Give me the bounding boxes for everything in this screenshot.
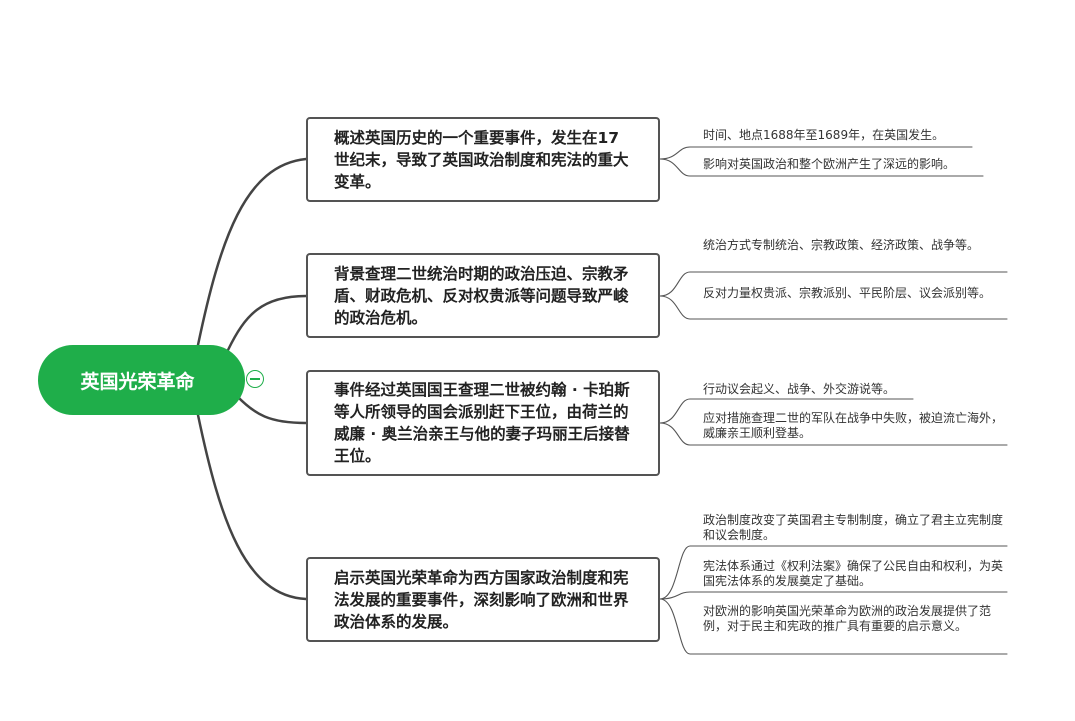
connector-branch-2-detail-0	[659, 398, 914, 424]
topic-course[interactable]: 事件经过英国国王查理二世被约翰 · 卡珀斯等人所领导的国会派别赶下王位，由荷兰的…	[306, 370, 660, 476]
connector-root-to-overview	[196, 157, 308, 347]
detail-text: 政治制度改变了英国君主专制制度，确立了君主立宪制度和议会制度。	[703, 513, 1004, 542]
topic-overview[interactable]: 概述英国历史的一个重要事件，发生在17世纪末，导致了英国政治制度和宪法的重大变革…	[306, 117, 660, 202]
detail-influence[interactable]: 影响对英国政治和整个欧洲产生了深远的影响。	[703, 157, 1005, 172]
connector-root-to-course	[234, 393, 308, 425]
topic-background[interactable]: 背景查理二世统治时期的政治压迫、宗教矛盾、财政危机、反对权贵派等问题导致严峻的政…	[306, 253, 660, 338]
topic-background-text: 背景查理二世统治时期的政治压迫、宗教矛盾、财政危机、反对权贵派等问题导致严峻的政…	[334, 264, 629, 327]
topic-inspiration[interactable]: 启示英国光荣革命为西方国家政治制度和宪法发展的重要事件，深刻影响了欧洲和世界政治…	[306, 557, 660, 642]
topic-course-text: 事件经过英国国王查理二世被约翰 · 卡珀斯等人所领导的国会派别赶下王位，由荷兰的…	[334, 381, 630, 465]
connector-branch-3-detail-2	[659, 598, 1008, 655]
connector-branch-0-detail-0	[659, 146, 973, 160]
connector-branch-1-detail-0	[659, 271, 1008, 297]
connector-root-to-background	[226, 294, 308, 352]
detail-time-place[interactable]: 时间、地点1688年至1689年，在英国发生。	[703, 128, 1005, 143]
detail-europe-impact[interactable]: 对欧洲的影响英国光荣革命为欧洲的政治发展提供了范例，对于民主和宪政的推广具有重要…	[703, 604, 1005, 634]
connector-branch-1-detail-1	[659, 295, 1008, 320]
detail-constitution[interactable]: 宪法体系通过《权利法案》确保了公民自由和权利，为英国宪法体系的发展奠定了基础。	[703, 559, 1005, 589]
detail-political-system[interactable]: 政治制度改变了英国君主专制制度，确立了君主立宪制度和议会制度。	[703, 513, 1005, 543]
detail-text: 反对力量权贵派、宗教派别、平民阶层、议会派别等。	[703, 286, 992, 300]
detail-text: 对欧洲的影响英国光荣革命为欧洲的政治发展提供了范例，对于民主和宪政的推广具有重要…	[703, 604, 992, 633]
root-topic-label: 英国光荣革命	[80, 370, 195, 393]
collapse-toggle-icon[interactable]	[246, 370, 264, 388]
topic-overview-text: 概述英国历史的一个重要事件，发生在17世纪末，导致了英国政治制度和宪法的重大变革…	[334, 128, 629, 191]
connector-branch-2-detail-1	[659, 422, 1008, 446]
detail-text: 影响对英国政治和整个欧洲产生了深远的影响。	[703, 157, 956, 171]
detail-text: 宪法体系通过《权利法案》确保了公民自由和权利，为英国宪法体系的发展奠定了基础。	[703, 559, 1004, 588]
detail-action[interactable]: 行动议会起义、战争、外交游说等。	[703, 382, 1005, 397]
root-topic[interactable]: 英国光荣革命	[38, 345, 245, 415]
detail-rule-mode[interactable]: 统治方式专制统治、宗教政策、经济政策、战争等。	[703, 238, 1005, 253]
detail-text: 行动议会起义、战争、外交游说等。	[703, 382, 896, 396]
detail-text: 统治方式专制统治、宗教政策、经济政策、战争等。	[703, 238, 980, 252]
connector-branch-0-detail-1	[659, 158, 984, 177]
detail-response[interactable]: 应对措施查理二世的军队在战争中失败，被迫流亡海外，威廉亲王顺利登基。	[703, 411, 1005, 441]
detail-text: 时间、地点1688年至1689年，在英国发生。	[703, 128, 945, 142]
topic-inspiration-text: 启示英国光荣革命为西方国家政治制度和宪法发展的重要事件，深刻影响了欧洲和世界政治…	[334, 568, 629, 631]
detail-opposition[interactable]: 反对力量权贵派、宗教派别、平民阶层、议会派别等。	[703, 286, 1005, 301]
connector-branch-3-detail-0	[659, 545, 1008, 600]
connector-root-to-inspiration	[196, 413, 308, 601]
connector-branch-3-detail-1	[659, 591, 1008, 600]
detail-text: 应对措施查理二世的军队在战争中失败，被迫流亡海外，威廉亲王顺利登基。	[703, 411, 1004, 440]
